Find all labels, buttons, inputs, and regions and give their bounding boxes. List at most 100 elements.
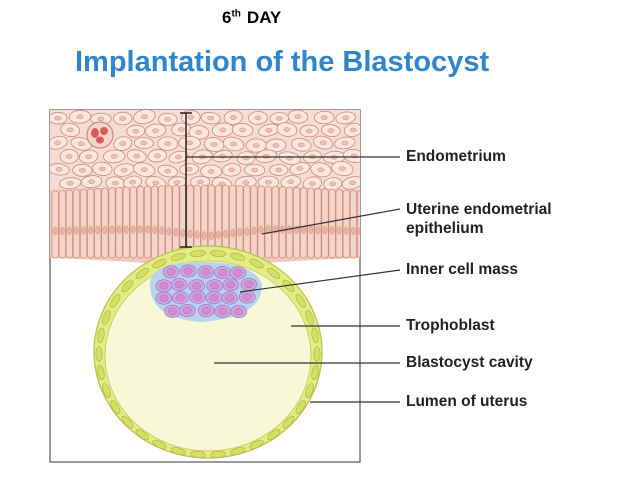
stroma-cell	[244, 163, 266, 177]
inner-cell	[178, 303, 196, 317]
trophoblast-cell	[110, 400, 121, 415]
trophoblast-cell	[295, 293, 306, 308]
epithelium-cell	[51, 190, 59, 259]
label-epithelium-line1: Uterine endometrial	[406, 201, 552, 218]
stroma-cell	[222, 163, 242, 177]
trophoblast-cell	[282, 415, 295, 429]
epithelium-cell	[101, 187, 109, 259]
stroma-cell	[113, 163, 135, 177]
epithelium-cell	[94, 188, 102, 259]
trophoblast-cell	[135, 267, 149, 279]
leader-inner-cell-mass	[239, 269, 401, 293]
stroma-cell	[60, 122, 81, 138]
epithelium-cell	[58, 190, 66, 259]
epithelium-cell	[80, 188, 88, 259]
stroma-cell	[310, 162, 332, 178]
stroma-cell	[113, 136, 133, 151]
label-trophoblast: Trophoblast	[406, 317, 495, 334]
stroma-cell	[223, 110, 243, 125]
trophoblast-cell	[170, 252, 186, 261]
stroma-cell	[70, 137, 92, 151]
stroma-cell	[287, 110, 309, 124]
stroma-cell	[341, 176, 360, 190]
stroma-cell	[105, 176, 125, 191]
epithelium-cell	[243, 185, 251, 263]
trophoblast-cell	[190, 249, 206, 257]
trophoblast-cell	[152, 258, 167, 269]
stroma-cell	[133, 162, 156, 177]
leader-lines	[186, 156, 401, 403]
inner-cell	[222, 278, 240, 292]
trophoblast-cell	[97, 364, 105, 381]
stroma-cell	[200, 164, 223, 179]
stroma-cell	[335, 111, 356, 125]
stroma-cell	[200, 111, 221, 125]
stroma-cell	[147, 149, 168, 163]
trophoblast-cell	[152, 439, 167, 450]
epithelium-cell	[335, 189, 343, 259]
epithelium-cell	[108, 187, 116, 259]
inner-cell	[238, 290, 256, 304]
epithelium-cell	[122, 186, 130, 259]
epithelium-cell	[72, 189, 81, 259]
trophoblast-cell	[97, 327, 105, 344]
stroma-cells	[50, 110, 360, 191]
epithelium-cell	[222, 184, 230, 267]
day-suffix: th	[231, 8, 241, 20]
day-number: 6	[222, 8, 232, 27]
page-title: Implantation of the Blastocyst	[75, 46, 490, 78]
stroma-cell	[90, 112, 112, 125]
epithelium-cell	[349, 190, 357, 259]
trophoblast-cells	[95, 249, 321, 459]
trophoblast-cell	[170, 447, 186, 456]
stroma-cell	[171, 122, 192, 137]
trophoblast-cell	[267, 429, 281, 441]
stroma-cell	[50, 111, 68, 125]
stroma-cell	[331, 160, 354, 177]
trophoblast-cell	[210, 249, 226, 257]
label-blastocyst-cavity: Blastocyst cavity	[406, 354, 533, 371]
inner-cell	[206, 279, 223, 293]
stroma-cell	[50, 163, 70, 176]
stroma-cell	[112, 111, 133, 126]
stroma-cell	[178, 135, 201, 150]
stroma-cell	[302, 176, 323, 191]
label-inner-cell-mass: Inner cell mass	[406, 261, 519, 278]
trophoblast-cell	[190, 451, 206, 459]
trophoblast-cell	[121, 279, 134, 293]
epithelium-cell	[300, 187, 308, 259]
epithelium-cell	[250, 185, 258, 262]
trophoblast-cell	[121, 415, 134, 429]
inner-cell	[197, 265, 215, 279]
stroma-cell	[50, 135, 68, 150]
epithelium-cell	[271, 185, 279, 259]
epithelium-cell	[328, 188, 336, 259]
trophoblast-cell	[311, 327, 319, 344]
stroma-cell	[269, 164, 289, 176]
inner-cell	[221, 291, 239, 305]
trophoblast-cell	[249, 439, 264, 450]
epithelium-cell	[257, 185, 265, 260]
stroma-cell	[133, 110, 156, 125]
inner-cell	[155, 279, 173, 293]
stroma-cell	[245, 138, 267, 153]
epithelium-cell	[87, 188, 95, 259]
trophoblast-cell	[267, 267, 281, 279]
inner-cell	[179, 264, 197, 278]
inner-cell	[188, 279, 205, 293]
epithelium-cell	[356, 190, 360, 259]
stroma-cell	[80, 175, 103, 189]
stroma-cell	[102, 149, 126, 164]
trophoblast-cell	[210, 451, 226, 459]
inner-cell	[162, 265, 180, 279]
stroma-cell	[231, 122, 254, 137]
epithelium-cell	[129, 186, 137, 259]
inner-cell	[198, 303, 215, 317]
trophoblast-cell	[295, 400, 306, 415]
epithelium-cell	[264, 185, 272, 259]
blastocyst-cavity-region	[104, 260, 312, 452]
stroma-cell	[157, 164, 178, 178]
trophoblast-cell	[95, 346, 103, 362]
trophoblast-cell	[135, 429, 149, 441]
